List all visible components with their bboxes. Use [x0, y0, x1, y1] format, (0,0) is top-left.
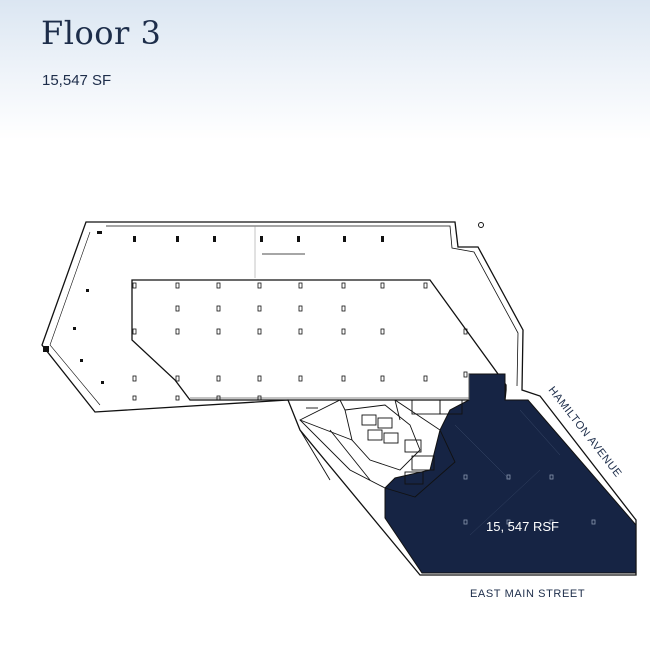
building-inner-wall-west: [49, 231, 101, 406]
building-core: [299, 399, 463, 498]
floor-title: Floor 3: [41, 14, 162, 52]
suite-area-label: 15, 547 RSF: [486, 519, 559, 534]
leased-suite[interactable]: [384, 373, 637, 574]
street-label-south: EAST MAIN STREET: [470, 588, 585, 600]
site-marker-icon: [478, 222, 484, 228]
structural-columns: [43, 231, 468, 401]
floor-area: 15,547 SF: [42, 72, 112, 89]
building-inner-wall: [106, 225, 519, 387]
